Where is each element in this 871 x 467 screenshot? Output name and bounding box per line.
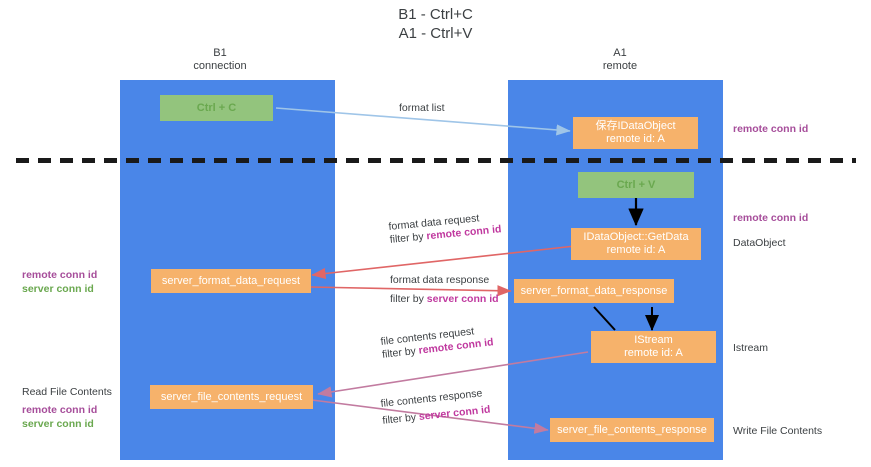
node-server-format-data-response-label: server_format_data_response <box>520 284 668 297</box>
filter-prefix-4: filter by <box>381 411 420 427</box>
node-istream[interactable]: IStream remote id: A <box>591 331 716 363</box>
node-ctrl-c[interactable]: Ctrl + C <box>160 95 273 121</box>
filter-prefix-1: filter by <box>389 230 427 246</box>
page-title-line-2: A1 - Ctrl+V <box>398 25 473 42</box>
column-header-b1-role: connection <box>193 60 247 72</box>
node-server-format-data-request-label: server_format_data_request <box>161 274 301 287</box>
node-idataobject[interactable]: 保存IDataObject remote id: A <box>573 117 698 149</box>
annotation-left-remote-conn-id-bot: remote conn id <box>22 404 98 416</box>
node-ctrl-v-label: Ctrl + V <box>616 178 656 191</box>
page-title: B1 - Ctrl+C A1 - Ctrl+V <box>0 5 871 43</box>
filter-key-4: server conn id <box>418 403 491 423</box>
annotation-remote-conn-id-top: remote conn id <box>733 123 809 135</box>
edge-label-format-list: format list <box>399 102 445 115</box>
column-header-a1-role: remote <box>602 60 638 72</box>
edge-label-format-data-response-filter: filter by server conn id <box>390 293 499 306</box>
annotation-write-file-contents: Write File Contents <box>733 425 823 437</box>
node-server-format-data-response[interactable]: server_format_data_response <box>514 279 674 303</box>
edge-label-format-data-request: format data request filter by remote con… <box>388 210 502 247</box>
node-server-file-contents-request-label: server_file_contents_request <box>160 390 303 403</box>
node-server-file-contents-request[interactable]: server_file_contents_request <box>150 385 313 409</box>
annotation-dataobject: DataObject <box>733 237 786 249</box>
filter-prefix-2: filter by <box>390 293 427 305</box>
section-divider <box>16 158 856 163</box>
node-getdata-line-2: remote id: A <box>606 244 666 256</box>
annotation-left-server-conn-id-mid: server conn id <box>22 283 94 295</box>
filter-key-2: server conn id <box>426 293 499 305</box>
annotation-remote-conn-id-mid: remote conn id <box>733 212 809 224</box>
node-server-file-contents-response-label: server_file_contents_response <box>557 423 707 436</box>
node-idataobject-line-1: 保存IDataObject <box>595 120 676 132</box>
node-ctrl-c-label: Ctrl + C <box>196 101 237 114</box>
node-istream-line-1: IStream <box>634 334 673 346</box>
node-server-format-data-request[interactable]: server_format_data_request <box>151 269 311 293</box>
page-title-line-1: B1 - Ctrl+C <box>398 6 473 23</box>
edge-label-format-list-text: format list <box>399 102 445 114</box>
edge-label-file-contents-request: file contents request filter by remote c… <box>380 323 494 362</box>
node-ctrl-v[interactable]: Ctrl + V <box>578 172 694 198</box>
annotation-istream: Istream <box>733 342 769 354</box>
edge-label-format-data-response: format data response filter by server co… <box>390 274 499 306</box>
column-header-a1: A1 remote <box>550 47 690 73</box>
node-getdata-line-1: IDataObject::GetData <box>583 231 689 243</box>
annotation-left-remote-conn-id-mid: remote conn id <box>22 269 98 281</box>
node-server-file-contents-response[interactable]: server_file_contents_response <box>550 418 714 442</box>
node-idataobject-line-2: remote id: A <box>606 133 665 145</box>
annotation-read-file-contents: Read File Contents <box>22 386 112 398</box>
annotation-left-server-conn-id-bot: server conn id <box>22 418 94 430</box>
column-header-a1-name: A1 <box>613 47 627 59</box>
edge-label-file-contents-response: file contents response filter by server … <box>380 387 491 428</box>
edge-label-format-data-response-text: format data response <box>390 274 490 286</box>
node-idataobject-getdata[interactable]: IDataObject::GetData remote id: A <box>571 228 701 260</box>
column-header-b1-name: B1 <box>213 47 227 59</box>
column-header-b1: B1 connection <box>150 47 290 73</box>
node-istream-line-2: remote id: A <box>624 347 683 359</box>
